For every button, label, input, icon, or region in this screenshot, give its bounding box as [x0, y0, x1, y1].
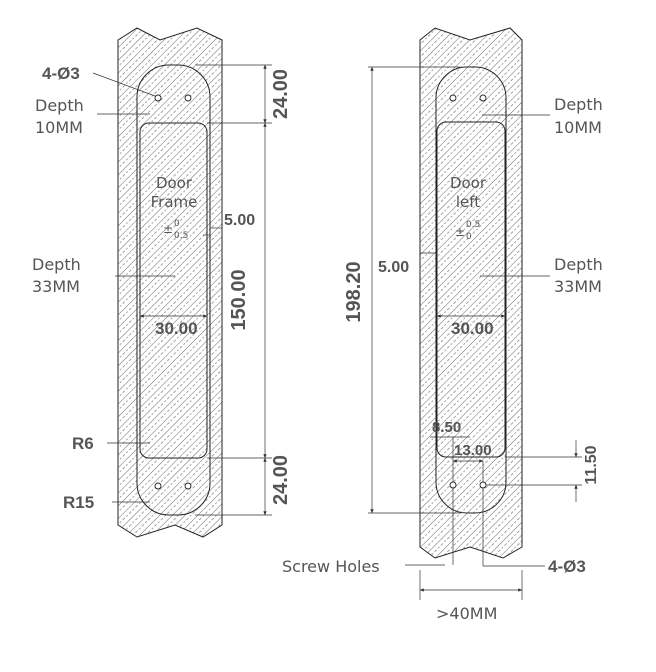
left-hole-callout: 4-Ø3 — [42, 64, 80, 83]
left-dim-top: 24.00 — [270, 69, 292, 119]
right-depth-top-word: Depth — [554, 95, 603, 114]
left-screw-hole — [154, 482, 162, 490]
right-depth-mid-word: Depth — [554, 255, 603, 274]
right-dim-hole-height: 11.50 — [583, 445, 600, 484]
right-depth-top-value: 10MM — [554, 118, 602, 137]
left-tolerance-lower: 0.5 — [174, 231, 188, 241]
right-tolerance-upper: 0.5 — [466, 220, 480, 230]
right-tolerance-sign: ± — [455, 225, 465, 239]
left-depth-mid-value: 33MM — [32, 277, 80, 296]
left-screw-hole — [184, 94, 192, 102]
right-inner-recess — [436, 121, 506, 458]
left-wall-section — [117, 27, 223, 538]
left-tolerance-upper: 0 — [174, 219, 180, 229]
left-screw-hole — [154, 94, 162, 102]
left-title-line2: Frame — [151, 193, 198, 211]
left-screw-hole — [184, 482, 192, 490]
left-radius-large: R15 — [63, 493, 94, 512]
right-dim-width: 30.00 — [451, 319, 494, 338]
left-tolerance-sign: ± — [163, 222, 173, 236]
right-screw-hole — [449, 481, 457, 489]
leader-line — [92, 72, 156, 97]
left-depth-top-value: 10MM — [35, 118, 83, 137]
right-depth-mid-value: 33MM — [554, 277, 602, 296]
left-depth-top-word: Depth — [35, 96, 84, 115]
thickness-label: >40MM — [436, 604, 497, 623]
right-part: Door left ± 0.5 0 Depth 10MM Depth 33MM … — [282, 27, 603, 623]
left-inner-recess — [139, 122, 208, 459]
right-screw-hole — [479, 481, 487, 489]
left-pocket — [136, 64, 211, 516]
screw-holes-label: Screw Holes — [282, 557, 380, 576]
right-tolerance-lower: 0 — [466, 232, 472, 242]
left-dim-bottom: 24.00 — [270, 455, 292, 505]
left-dim-offset: 5.00 — [224, 212, 255, 229]
right-wall-section — [419, 27, 523, 559]
right-screw-hole — [479, 94, 487, 102]
left-dim-middle: 150.00 — [228, 269, 250, 330]
right-title-line1: Door — [450, 174, 487, 192]
right-dim-hole-edge: 8.50 — [432, 419, 461, 436]
right-title-line2: left — [456, 193, 480, 211]
right-screw-hole — [449, 94, 457, 102]
left-dim-width: 30.00 — [155, 319, 198, 338]
left-title-line1: Door — [156, 174, 193, 192]
right-hole-callout: 4-Ø3 — [548, 557, 586, 576]
left-radius-small: R6 — [72, 434, 94, 453]
left-part: 4-Ø3 Depth 10MM Door Frame ± 0 0.5 Depth… — [32, 27, 292, 538]
right-dim-hole-spacing: 13.00 — [454, 442, 492, 459]
right-pocket — [435, 66, 507, 514]
right-dim-total: 198.20 — [343, 261, 365, 322]
right-dim-offset: 5.00 — [378, 259, 409, 276]
left-depth-mid-word: Depth — [32, 255, 81, 274]
